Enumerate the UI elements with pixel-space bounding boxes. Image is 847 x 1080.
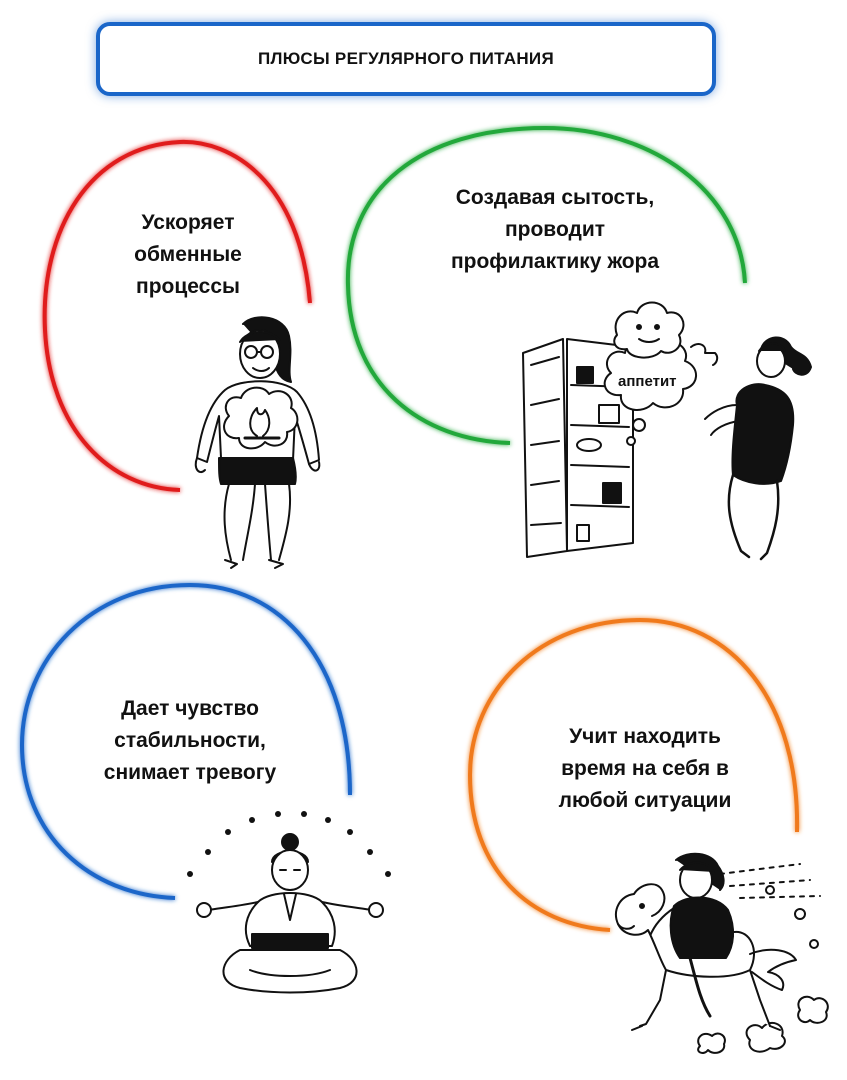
page-title: ПЛЮСЫ РЕГУЛЯРНОГО ПИТАНИЯ [258, 49, 554, 68]
benefit-2-caption: Создавая сытость, проводит профилактику … [410, 182, 700, 278]
woman-metabolism-fire-icon [194, 316, 321, 569]
blue-bubble-arc [19, 582, 352, 900]
woman-riding-horse-icon [615, 852, 829, 1054]
benefit-3-line-3: снимает тревогу [103, 761, 277, 784]
benefit-3-line-2: стабильности, [114, 729, 266, 752]
benefit-1-line-1: Ускоряет [141, 211, 235, 234]
appetite-label: аппетит [618, 373, 677, 390]
benefit-4-line-1: Учит находить [569, 725, 721, 748]
benefit-4-line-3: любой ситуации [558, 789, 732, 812]
green-bubble-arc [345, 125, 747, 445]
orange-bubble-arc [467, 617, 800, 932]
title-box: ПЛЮСЫ РЕГУЛЯРНОГО ПИТАНИЯ [96, 22, 716, 96]
meditating-woman-icon [187, 811, 391, 994]
benefit-2-line-2: проводит [504, 218, 606, 241]
benefit-1-caption: Ускоряет обменные процессы [88, 207, 288, 303]
benefit-1-line-2: обменные [134, 243, 242, 266]
benefit-2-line-1: Создавая сытость, [455, 186, 655, 209]
benefit-3-caption: Дает чувство стабильности, снимает трево… [70, 693, 310, 789]
benefit-2-line-3: профилактику жора [450, 250, 660, 273]
benefit-4-line-2: время на себя в [561, 757, 729, 780]
benefit-1-line-3: процессы [136, 275, 240, 298]
red-bubble-arc [42, 139, 312, 492]
woman-refrigerator-appetite-icon: аппетит [522, 301, 812, 561]
benefit-3-line-1: Дает чувство [121, 697, 259, 720]
benefit-4-caption: Учит находить время на себя в любой ситу… [530, 721, 760, 817]
